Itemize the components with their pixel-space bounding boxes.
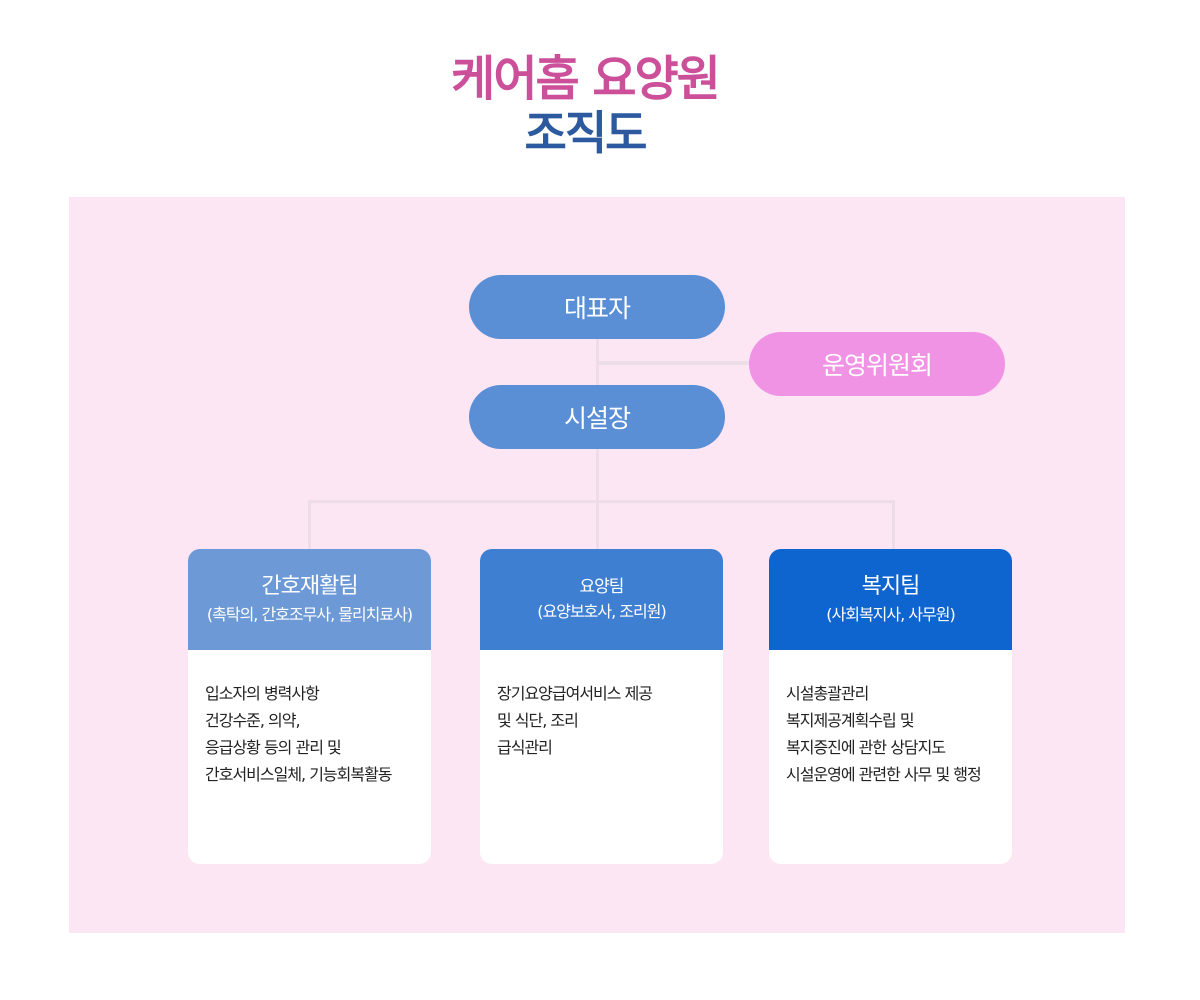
duty-item: 간호서비스일체, 기능회복활동 — [205, 765, 393, 784]
team-duties: 입소자의 병력사항 건강수준, 의약, 응급상황 등의 관리 및 간호서비스일체… — [188, 650, 431, 788]
connector-to-committee — [596, 361, 752, 365]
team-card-care: 요양팀 (요양보호사, 조리원) 장기요양급여서비스 제공 및 식단, 조리 급… — [480, 549, 723, 864]
duty-item: 응급상황 등의 관리 및 — [205, 738, 342, 757]
chart-title: 케어홈 요양원 조직도 — [0, 51, 1170, 161]
team-members: (촉탁의, 간호조무사, 물리치료사) — [206, 605, 413, 625]
duty-item: 급식관리 — [497, 738, 553, 757]
duty-item: 건강수준, 의약, — [205, 711, 301, 730]
team-members: (사회복지사, 사무원) — [826, 605, 955, 625]
connector-team-right — [892, 500, 895, 550]
team-name: 간호재활팀 — [261, 573, 358, 599]
team-duties: 장기요양급여서비스 제공 및 식단, 조리 급식관리 — [480, 650, 723, 761]
duty-item: 복지제공계획수립 및 — [786, 711, 915, 730]
duty-item: 시설총괄관리 — [786, 684, 869, 703]
team-card-header: 복지팀 (사회복지사, 사무원) — [769, 549, 1012, 650]
team-card-nursing: 간호재활팀 (촉탁의, 간호조무사, 물리치료사) 입소자의 병력사항 건강수준… — [188, 549, 431, 864]
duty-item: 장기요양급여서비스 제공 — [497, 684, 653, 703]
team-name: 요양팀 — [579, 577, 625, 598]
duty-item: 및 식단, 조리 — [497, 711, 579, 730]
duty-item: 입소자의 병력사항 — [205, 684, 320, 703]
director-node: 시설장 — [469, 385, 725, 449]
committee-node: 운영위원회 — [749, 332, 1005, 396]
team-card-welfare: 복지팀 (사회복지사, 사무원) 시설총괄관리 복지제공계획수립 및 복지증진에… — [769, 549, 1012, 864]
duty-item: 복지증진에 관한 상담지도 — [786, 738, 946, 757]
team-members: (요양보호사, 조리원) — [537, 602, 666, 622]
title-line-2: 조직도 — [524, 106, 648, 161]
connector-director-down — [596, 448, 599, 550]
team-card-header: 간호재활팀 (촉탁의, 간호조무사, 물리치료사) — [188, 549, 431, 650]
team-duties: 시설총괄관리 복지제공계획수립 및 복지증진에 관한 상담지도 시설운영에 관련… — [769, 650, 1012, 788]
ceo-node: 대표자 — [469, 275, 725, 339]
connector-team-left — [308, 500, 311, 550]
team-name: 복지팀 — [861, 573, 921, 599]
team-card-header: 요양팀 (요양보호사, 조리원) — [480, 549, 723, 650]
connector-horizontal — [308, 500, 895, 503]
title-line-1: 케어홈 요양원 — [451, 51, 721, 107]
duty-item: 시설운영에 관련한 사무 및 행정 — [786, 765, 982, 784]
